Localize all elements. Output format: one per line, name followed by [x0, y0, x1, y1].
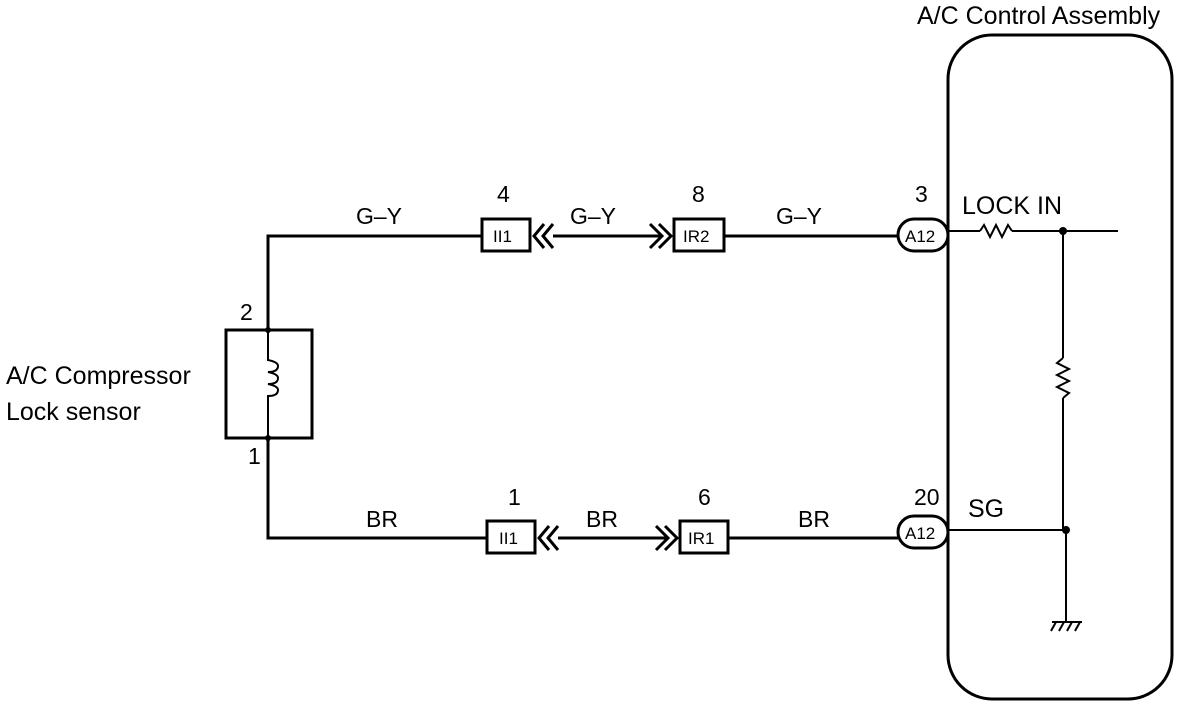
- sensor-name-line2: Lock sensor: [6, 398, 141, 426]
- ground-icon: [1050, 621, 1082, 632]
- lock-in-label: LOCK IN: [962, 192, 1062, 220]
- bottom-wire-label-2: BR: [586, 506, 618, 532]
- sensor-pin-bottom: 1: [248, 443, 261, 469]
- top-conn-b-label: IR2: [683, 227, 709, 246]
- pullup-resistor-icon: [1054, 357, 1072, 399]
- sg-label: SG: [968, 495, 1004, 523]
- bottom-conn-b-pin: 6: [698, 484, 711, 510]
- top-connector-arrow-left-icon: [532, 223, 555, 249]
- top-connector-ii1: [480, 217, 532, 253]
- bottom-connector-a12: [896, 514, 950, 550]
- bottom-connector-arrow-left-icon: [537, 525, 560, 551]
- control-assembly-title: A/C Control Assembly: [917, 2, 1161, 30]
- bottom-connector-ii1: [485, 519, 537, 555]
- top-conn-c-pin: 3: [915, 181, 928, 207]
- sensor-name-line1: A/C Compressor: [6, 362, 191, 390]
- top-conn-a-pin: 4: [497, 181, 510, 207]
- bottom-conn-a-label: II1: [499, 529, 518, 548]
- top-wire-label-3: G–Y: [776, 203, 822, 229]
- bottom-connector-arrow-right-icon: [654, 524, 680, 552]
- top-wire-sensor-to-ii1: [266, 234, 482, 330]
- top-wire-label-1: G–Y: [356, 203, 402, 229]
- sensor-pin-top: 2: [240, 299, 253, 325]
- top-conn-a-label: II1: [493, 227, 512, 246]
- top-connector-arrow-right-icon: [648, 222, 674, 250]
- bottom-conn-b-label: IR1: [688, 529, 714, 548]
- top-conn-c-label: A12: [905, 227, 935, 246]
- bottom-conn-c-pin: 20: [914, 484, 940, 510]
- control-assembly-box: [946, 33, 1174, 701]
- bottom-conn-c-label: A12: [905, 524, 935, 543]
- top-conn-b-pin: 8: [692, 181, 705, 207]
- bottom-wire-sensor-to-ii1: [266, 438, 487, 540]
- top-connector-a12: [896, 217, 950, 253]
- bottom-conn-a-pin: 1: [508, 484, 521, 510]
- coil-icon: [267, 330, 280, 438]
- top-wire-label-2: G–Y: [570, 203, 616, 229]
- bottom-wire-label-1: BR: [366, 506, 398, 532]
- bottom-wire-label-3: BR: [798, 506, 830, 532]
- lock-in-resistor-icon: [979, 222, 1013, 240]
